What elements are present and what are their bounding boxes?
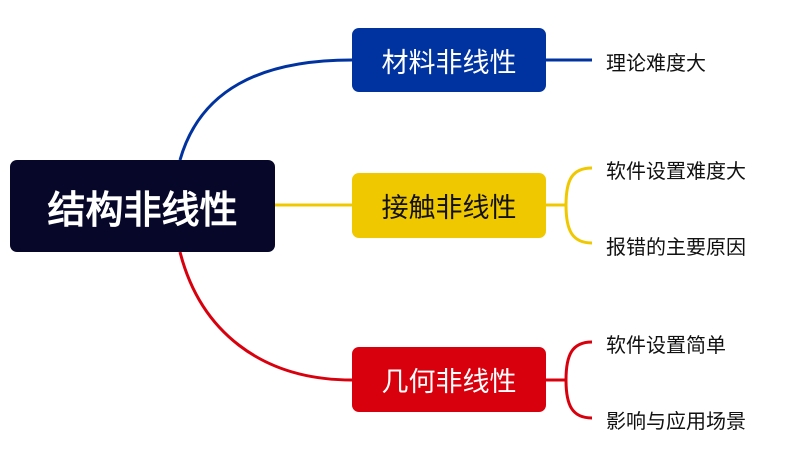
leaf-impact-and-use-cases: 影响与应用场景 xyxy=(606,409,746,433)
leaf-software-setup-simple: 软件设置简单 xyxy=(606,333,726,357)
connector-root-material xyxy=(178,58,353,161)
leaf-software-setup-difficult: 软件设置难度大 xyxy=(606,159,746,183)
branch-material-nonlinearity: 材料非线性 xyxy=(352,28,546,92)
brace-contact xyxy=(546,166,593,245)
branch-contact-nonlinearity: 接触非线性 xyxy=(352,173,546,238)
leaf-main-error-cause: 报错的主要原因 xyxy=(606,235,746,259)
branch-geometric-nonlinearity: 几何非线性 xyxy=(352,347,546,412)
connector-root-geometric xyxy=(178,251,353,382)
root-node: 结构非线性 xyxy=(10,160,275,252)
brace-geometric xyxy=(546,340,593,420)
leaf-theory-difficult: 理论难度大 xyxy=(606,51,706,75)
